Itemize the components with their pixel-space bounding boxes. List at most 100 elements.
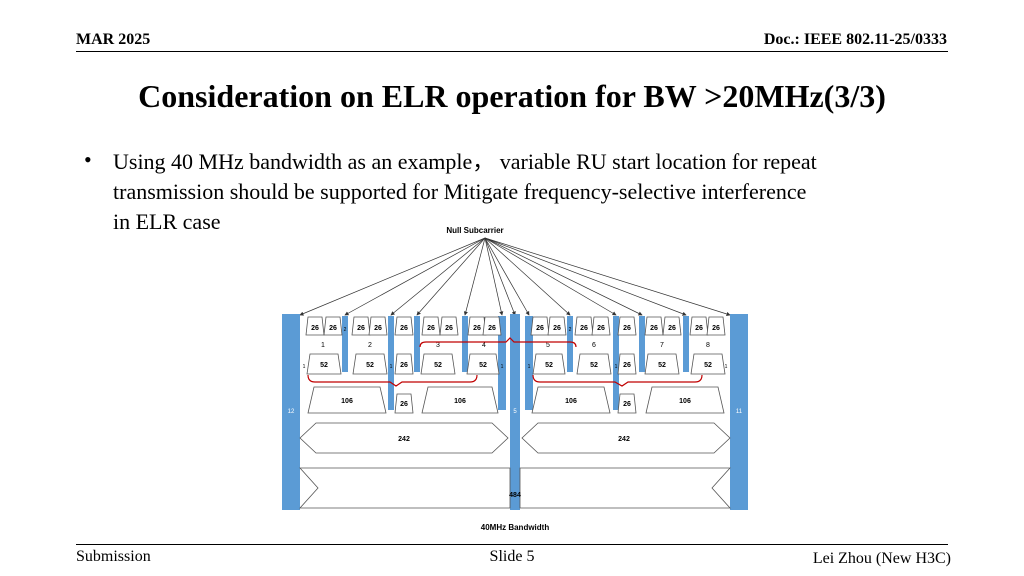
ru-number: 4 — [482, 342, 486, 349]
ru242-label: 242 — [398, 436, 410, 443]
null-label: 1 — [501, 364, 504, 370]
ru26-block — [617, 316, 637, 336]
ru26-block — [547, 316, 567, 336]
null-subcarrier-label: Null Subcarrier — [446, 226, 503, 235]
null-subcarrier-arrow — [484, 237, 516, 316]
ru26-label: 26 — [536, 325, 544, 332]
guard-bar-right — [730, 314, 748, 510]
ru26-block — [591, 316, 611, 336]
ru52-label: 52 — [658, 362, 666, 369]
ru52-block — [690, 353, 726, 375]
ru52-label: 52 — [434, 362, 442, 369]
ru26-block — [706, 316, 726, 336]
null-subcarrier-arrow — [484, 237, 687, 316]
ru106-row: 106 26 106 106 26 106 — [307, 386, 725, 414]
ru26-label: 26 — [712, 325, 720, 332]
ru-number: 7 — [660, 342, 664, 349]
null-subcarrier-arrow — [484, 237, 571, 316]
null-subcarrier-arrow — [484, 237, 731, 316]
ru52-label: 52 — [590, 362, 598, 369]
ru26-block — [482, 316, 502, 336]
ru-number: 5 — [546, 342, 550, 349]
ru26-block — [368, 316, 388, 336]
ru26-label: 26 — [488, 325, 496, 332]
ru52-block — [352, 353, 388, 375]
ru26-label: 26 — [623, 325, 631, 332]
ru26-label: 26 — [329, 325, 337, 332]
null-bar — [388, 316, 394, 410]
ru26-label: 26 — [400, 401, 408, 408]
ru106-block — [531, 386, 611, 414]
repeat-brackets — [307, 337, 703, 387]
ru52-label: 52 — [366, 362, 374, 369]
ru242-label: 242 — [618, 436, 630, 443]
null-subcarrier-arrow — [299, 237, 486, 316]
ru26-label: 26 — [374, 325, 382, 332]
ru-allocation-diagram: Null Subcarrier 12 11 5 26 26 26 26 26 2… — [282, 226, 748, 532]
ru484-block — [299, 467, 511, 509]
slide-title: Consideration on ELR operation for BW >2… — [138, 78, 886, 114]
null-subcarrier-arrow — [416, 237, 486, 316]
null-label: 1 — [615, 364, 618, 370]
header-rule — [76, 51, 948, 52]
ru26-label: 26 — [357, 325, 365, 332]
ru106-label: 106 — [341, 398, 353, 405]
bullet-line-1: Using 40 MHz bandwidth as an example， va… — [113, 149, 817, 174]
ru242-block-right — [521, 422, 731, 454]
null-label: 2 — [344, 327, 347, 333]
ru26-label: 26 — [427, 325, 435, 332]
ru26-label: 26 — [695, 325, 703, 332]
ru26-center-block — [617, 353, 637, 375]
guard-left-label: 12 — [288, 409, 295, 415]
ru52-block — [306, 353, 342, 375]
null-label: 2 — [569, 327, 572, 333]
ru106-label: 106 — [679, 398, 691, 405]
bullet-marker: • — [84, 147, 92, 172]
null-bar — [613, 316, 619, 410]
null-label: 1 — [725, 364, 728, 370]
ru26-label: 26 — [650, 325, 658, 332]
ru106-label: 106 — [454, 398, 466, 405]
footer-submission: Submission — [76, 548, 151, 565]
ru26-block — [439, 316, 459, 336]
ru26-label: 26 — [553, 325, 561, 332]
null-subcarrier-arrow — [484, 237, 504, 316]
null-subcarrier-arrow — [390, 237, 486, 316]
footer-rule — [76, 544, 948, 545]
dc-bar — [510, 314, 520, 510]
null-subcarrier-arrow — [484, 237, 530, 316]
ru26-label: 26 — [473, 325, 481, 332]
null-bar — [683, 316, 689, 372]
ru26-label: 26 — [668, 325, 676, 332]
null-subcarrier-bars — [342, 316, 689, 410]
null-bar — [525, 316, 533, 410]
ru26-center-block — [394, 393, 414, 414]
null-bar — [462, 316, 468, 372]
footer-slide-number: Slide 5 — [489, 548, 535, 565]
null-label: 1 — [390, 364, 393, 370]
ru-number: 2 — [368, 342, 372, 349]
ru52-label: 52 — [320, 362, 328, 369]
null-subcarrier-arrow — [463, 237, 486, 316]
null-bar — [567, 316, 573, 372]
ru26-row: 26 26 26 26 26 26 26 26 26 26 26 26 26 2… — [305, 316, 726, 336]
header-doc-id: Doc.: IEEE 802.11-25/0333 — [763, 31, 947, 48]
ru52-block — [420, 353, 456, 375]
null-bar — [498, 316, 506, 410]
guard-bar-left — [282, 314, 300, 510]
null-label: 1 — [528, 364, 531, 370]
ru484-label: 484 — [509, 492, 521, 499]
null-bar — [414, 316, 420, 372]
ru26-label: 26 — [311, 325, 319, 332]
ru52-block — [466, 353, 500, 375]
ru484-block — [519, 467, 731, 509]
ru26-label: 26 — [623, 362, 631, 369]
ru52-block — [644, 353, 680, 375]
bullet-line-2: transmission should be supported for Mit… — [113, 179, 807, 204]
footer-author: Lei Zhou (New H3C) — [812, 550, 951, 567]
ru26-block — [662, 316, 682, 336]
ru26-center-block — [617, 393, 637, 414]
ru106-block — [421, 386, 499, 414]
null-labels: 1 2 1 1 1 2 1 1 — [303, 327, 728, 370]
null-subcarrier-arrows — [299, 237, 731, 316]
